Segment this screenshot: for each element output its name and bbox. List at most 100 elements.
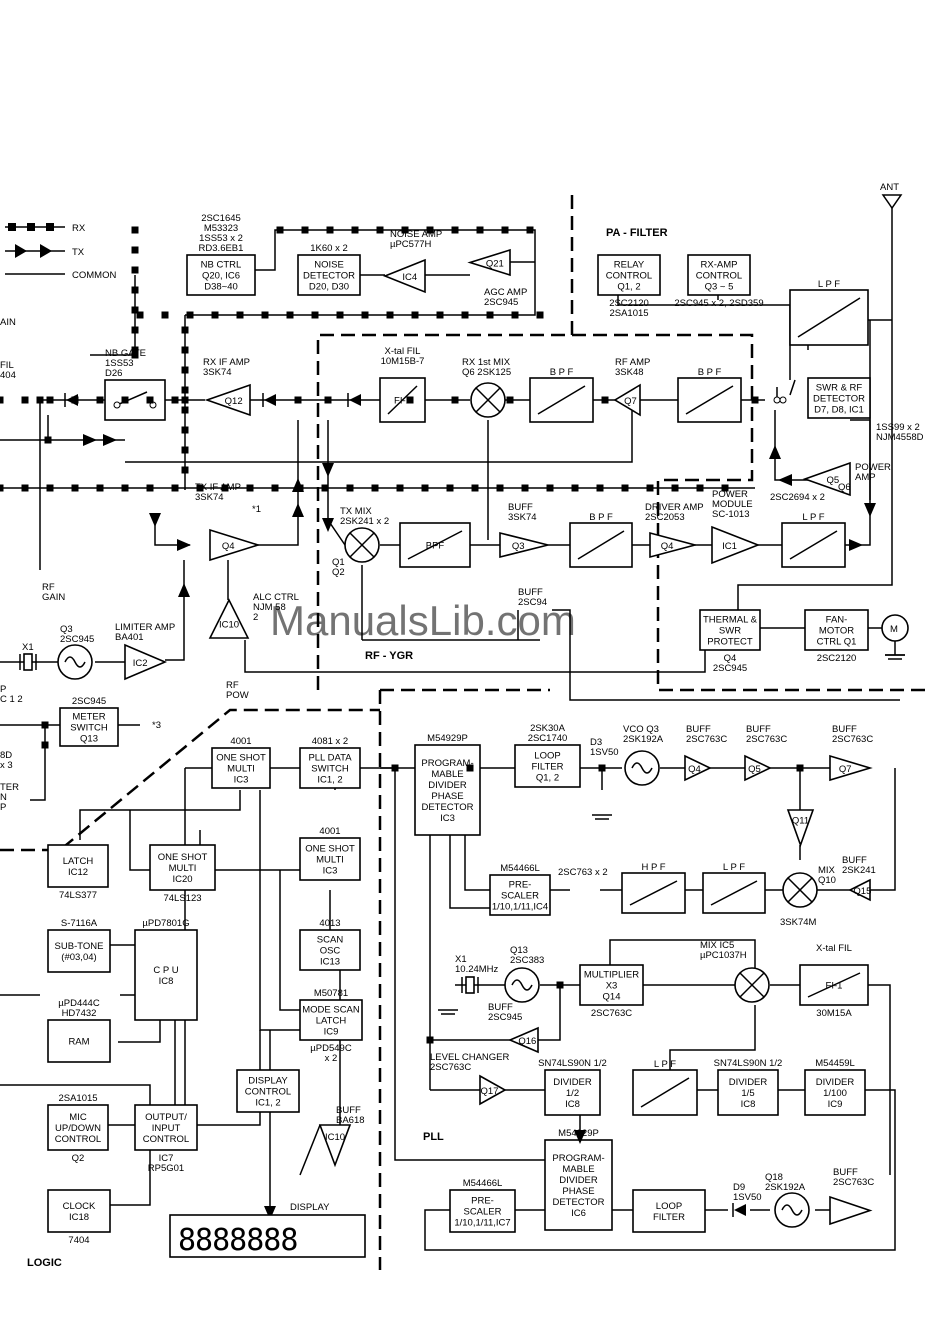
junction-dot	[421, 484, 429, 492]
label-text: BUFF	[833, 1167, 858, 1178]
block-text: LOOP	[534, 751, 560, 762]
signal-arrow-icon	[322, 518, 334, 532]
junction-dot	[36, 396, 44, 404]
amplifier-label: Q12	[225, 396, 243, 407]
block-text: METER	[72, 712, 105, 723]
block-bpf-rx2: B P F	[677, 367, 742, 423]
block-text: SWITCH	[70, 723, 108, 734]
block-text: 1/10,1/11,IC7	[454, 1218, 510, 1229]
junction-dot	[451, 226, 459, 234]
amplifier-label: IC10	[325, 1132, 345, 1143]
signal-arrow-icon	[849, 539, 863, 551]
label-text: AIN	[0, 317, 16, 328]
junction-dot	[296, 484, 304, 492]
block-lpf-pa: L P F	[789, 279, 869, 346]
junction-dot	[476, 226, 484, 234]
amplifier-icon: Q12	[204, 383, 251, 417]
junction-dot	[301, 226, 309, 234]
junction-dot	[146, 396, 154, 404]
block-bpf-tx2: B P F	[569, 512, 633, 568]
block-text: MABLE	[431, 769, 463, 780]
block-part-below: 2SC763C	[591, 1008, 632, 1019]
legend: RX TX COMMON	[5, 223, 116, 281]
block-text: IC18	[69, 1212, 89, 1223]
block-text: MIC	[69, 1112, 87, 1123]
junction-dot	[0, 396, 4, 404]
block-text: PROTECT	[707, 637, 753, 648]
label-text: 2SC763C	[746, 734, 787, 745]
junction-dot	[181, 326, 189, 334]
junction-dot	[396, 484, 404, 492]
diode-icon	[262, 393, 276, 407]
block-text: D7, D8, IC1	[814, 405, 864, 416]
label-text: MIX IC5	[700, 940, 734, 951]
junction-dot	[44, 436, 52, 444]
label-text: 2SC945	[488, 1012, 522, 1023]
block-text: FILTER	[653, 1212, 685, 1223]
block-text: L P F	[818, 279, 840, 290]
label-text: 2SK192A	[623, 734, 664, 745]
block-text: (#03,04)	[61, 952, 96, 963]
amplifier-icon: IC2	[124, 643, 168, 681]
block-text: IC1, 2	[255, 1098, 280, 1109]
block-text: 1/5	[741, 1088, 754, 1099]
block-text: MULTI	[169, 863, 197, 874]
block-part-above: 10M15B-7	[381, 356, 425, 367]
junction-dot	[521, 484, 529, 492]
block-text: L P F	[802, 512, 824, 523]
amplifier-label: Q21	[486, 259, 504, 270]
block-text: LATCH	[63, 856, 94, 867]
junction-dot	[466, 764, 474, 772]
diode-icon	[347, 393, 361, 407]
section-logic: LOGIC	[27, 1257, 62, 1269]
block-part-above: 4013	[319, 918, 340, 929]
oscillator-icon	[774, 1192, 810, 1228]
block-text: CONTROL	[143, 1134, 189, 1145]
block-text: X3	[606, 981, 618, 992]
label-q8-9: 2SC763 x 2	[558, 867, 608, 878]
block-part-above: 2SK30A	[530, 723, 566, 734]
amplifier-icon: IC1	[711, 525, 761, 565]
label-text: ALC CTRL	[253, 592, 299, 603]
junction-dot	[571, 484, 579, 492]
junction-dot	[181, 426, 189, 434]
amplifier-icon: Q5	[802, 461, 851, 497]
label-text: BUFF	[832, 724, 857, 735]
block-text: PROGRAM-	[421, 758, 473, 769]
section-pa-filter: PA - FILTER	[606, 227, 668, 239]
label-star1: *1	[252, 504, 261, 515]
label-text: Q3	[60, 624, 73, 635]
label-text: BA618	[336, 1115, 365, 1126]
label-text: 1SV50	[733, 1192, 762, 1203]
junction-dot	[246, 484, 254, 492]
amplifier-label: Q7	[839, 764, 852, 775]
block-text: ONE SHOT	[216, 753, 266, 764]
junction-dot	[336, 311, 344, 319]
block-text: Q1, 2	[536, 773, 559, 784]
junction-dot	[71, 484, 79, 492]
section-pll: PLL	[423, 1131, 444, 1143]
junction-dot	[136, 311, 144, 319]
label-text: POWER	[855, 462, 891, 473]
amplifier-label: Q4	[661, 541, 674, 552]
legend-rx: RX	[72, 223, 86, 234]
motor-icon: M	[881, 614, 909, 656]
block-text: Q13	[80, 734, 98, 745]
amplifier-icon: Q17	[479, 1074, 507, 1106]
block-text: DETECTOR	[813, 394, 865, 405]
block-lpf-pll1: L P F	[702, 862, 766, 914]
